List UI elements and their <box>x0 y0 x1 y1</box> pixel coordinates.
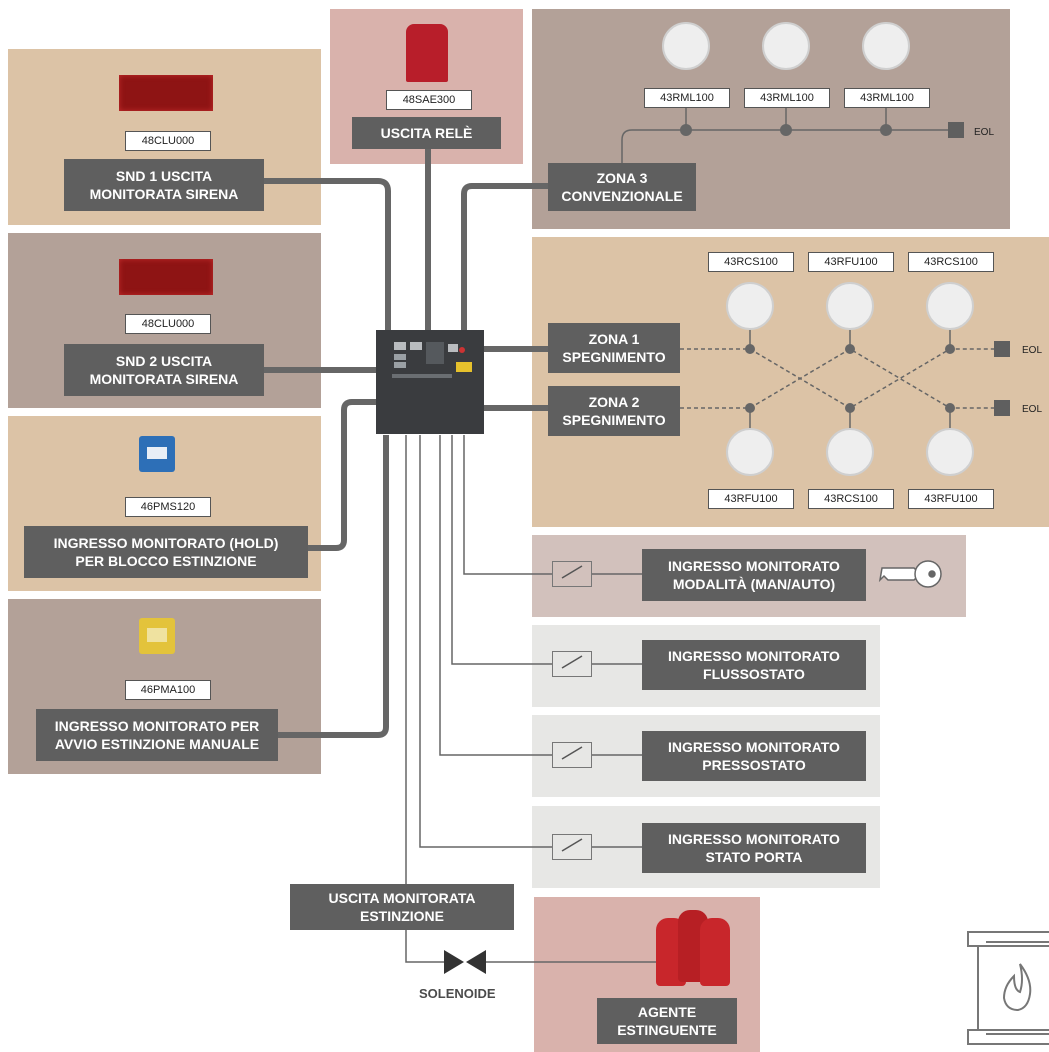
label-zona1-line1: ZONA 1 <box>588 331 640 347</box>
label-porta-line1: INGRESSO MONITORATO <box>668 831 840 847</box>
smoke-detector-icon <box>762 22 810 70</box>
label-zona2-line1: ZONA 2 <box>588 394 640 410</box>
label-manual: INGRESSO MONITORATO PER AVVIO ESTINZIONE… <box>36 709 278 761</box>
extinguisher-icon <box>700 918 730 986</box>
eol-zona1 <box>994 341 1010 357</box>
code-top-1: 43RCS100 <box>708 252 794 272</box>
label-snd1-line1: SND 1 USCITA <box>115 168 213 184</box>
label-porta-line2: STATO PORTA <box>705 849 803 865</box>
code-top-3: 43RCS100 <box>908 252 994 272</box>
control-panel-icon <box>376 330 484 434</box>
manual-call-point-icon <box>139 618 175 654</box>
eol-zona1-label: EOL <box>1022 345 1043 356</box>
label-snd1-line2: MONITORATA SIRENA <box>89 186 239 202</box>
label-agente-line2: ESTINGUENTE <box>617 1022 717 1038</box>
smoke-detector-icon <box>926 428 974 476</box>
smoke-detector-icon <box>862 22 910 70</box>
label-agente: AGENTE ESTINGUENTE <box>597 998 737 1044</box>
label-manual-line2: AVVIO ESTINZIONE MANUALE <box>54 736 260 752</box>
fire-cabinet-icon <box>967 931 1049 1045</box>
sounder-icon <box>119 75 213 111</box>
label-zona1: ZONA 1 SPEGNIMENTO <box>548 323 680 373</box>
switch-flusso <box>552 651 592 677</box>
label-zona3: ZONA 3 CONVENZIONALE <box>548 163 696 211</box>
eol-zona2 <box>994 400 1010 416</box>
code-snd2: 48CLU000 <box>125 314 211 334</box>
code-relay: 48SAE300 <box>386 90 472 110</box>
label-hold-line2: PER BLOCCO ESTINZIONE <box>75 553 257 569</box>
label-zona2-line2: SPEGNIMENTO <box>562 412 666 428</box>
label-zona3-line2: CONVENZIONALE <box>561 188 683 204</box>
key-icon <box>878 560 942 588</box>
label-flusso-line2: FLUSSOSTATO <box>703 666 805 682</box>
code-bottom-2: 43RCS100 <box>808 489 894 509</box>
smoke-detector-icon <box>726 428 774 476</box>
hold-button-icon <box>139 436 175 472</box>
eol-zona3-label: EOL <box>974 127 995 138</box>
label-zona2: ZONA 2 SPEGNIMENTO <box>548 386 680 436</box>
smoke-detector-icon <box>926 282 974 330</box>
label-presso-line1: INGRESSO MONITORATO <box>668 739 840 755</box>
code-zona3-1: 43RML100 <box>644 88 730 108</box>
label-solenoide: SOLENOIDE <box>419 986 496 1001</box>
label-modalita-line1: INGRESSO MONITORATO <box>668 558 840 574</box>
label-modalita: INGRESSO MONITORATO MODALITÀ (MAN/AUTO) <box>642 549 866 601</box>
label-flusso-line1: INGRESSO MONITORATO <box>668 648 840 664</box>
eol-zona3 <box>948 122 964 138</box>
label-agente-line1: AGENTE <box>637 1004 697 1020</box>
label-zona1-line2: SPEGNIMENTO <box>562 349 666 365</box>
label-presso-line2: PRESSOSTATO <box>702 757 806 773</box>
label-flusso: INGRESSO MONITORATO FLUSSOSTATO <box>642 640 866 690</box>
code-hold: 46PMS120 <box>125 497 211 517</box>
smoke-detector-icon <box>662 22 710 70</box>
label-presso: INGRESSO MONITORATO PRESSOSTATO <box>642 731 866 781</box>
label-estinzione-line2: ESTINZIONE <box>359 908 444 924</box>
label-snd2-line2: MONITORATA SIRENA <box>89 371 239 387</box>
label-hold: INGRESSO MONITORATO (HOLD) PER BLOCCO ES… <box>24 526 308 578</box>
switch-porta <box>552 834 592 860</box>
code-snd1: 48CLU000 <box>125 131 211 151</box>
switch-icon <box>561 565 583 852</box>
code-bottom-1: 43RFU100 <box>708 489 794 509</box>
smoke-detector-icon <box>826 428 874 476</box>
label-hold-line1: INGRESSO MONITORATO (HOLD) <box>53 535 279 551</box>
label-snd2: SND 2 USCITA MONITORATA SIRENA <box>64 344 264 396</box>
switch-presso <box>552 742 592 768</box>
label-porta: INGRESSO MONITORATO STATO PORTA <box>642 823 866 873</box>
code-zona3-3: 43RML100 <box>844 88 930 108</box>
label-estinzione-line1: USCITA MONITORATA <box>328 890 476 906</box>
label-manual-line1: INGRESSO MONITORATO PER <box>54 718 260 734</box>
smoke-detector-icon <box>726 282 774 330</box>
switch-modalita <box>552 561 592 587</box>
beacon-icon <box>406 24 448 82</box>
label-relay-line1: USCITA RELÈ <box>380 125 473 141</box>
label-snd1: SND 1 USCITA MONITORATA SIRENA <box>64 159 264 211</box>
label-zona3-line1: ZONA 3 <box>596 170 648 186</box>
label-relay: USCITA RELÈ <box>352 117 501 149</box>
eol-zona2-label: EOL <box>1022 404 1043 415</box>
valve-icon <box>444 950 486 974</box>
code-bottom-3: 43RFU100 <box>908 489 994 509</box>
sounder-icon <box>119 259 213 295</box>
label-snd2-line1: SND 2 USCITA <box>115 353 213 369</box>
label-modalita-line2: MODALITÀ (MAN/AUTO) <box>672 576 836 592</box>
code-manual: 46PMA100 <box>125 680 211 700</box>
code-top-2: 43RFU100 <box>808 252 894 272</box>
code-zona3-2: 43RML100 <box>744 88 830 108</box>
smoke-detector-icon <box>826 282 874 330</box>
label-estinzione: USCITA MONITORATA ESTINZIONE <box>290 884 514 930</box>
